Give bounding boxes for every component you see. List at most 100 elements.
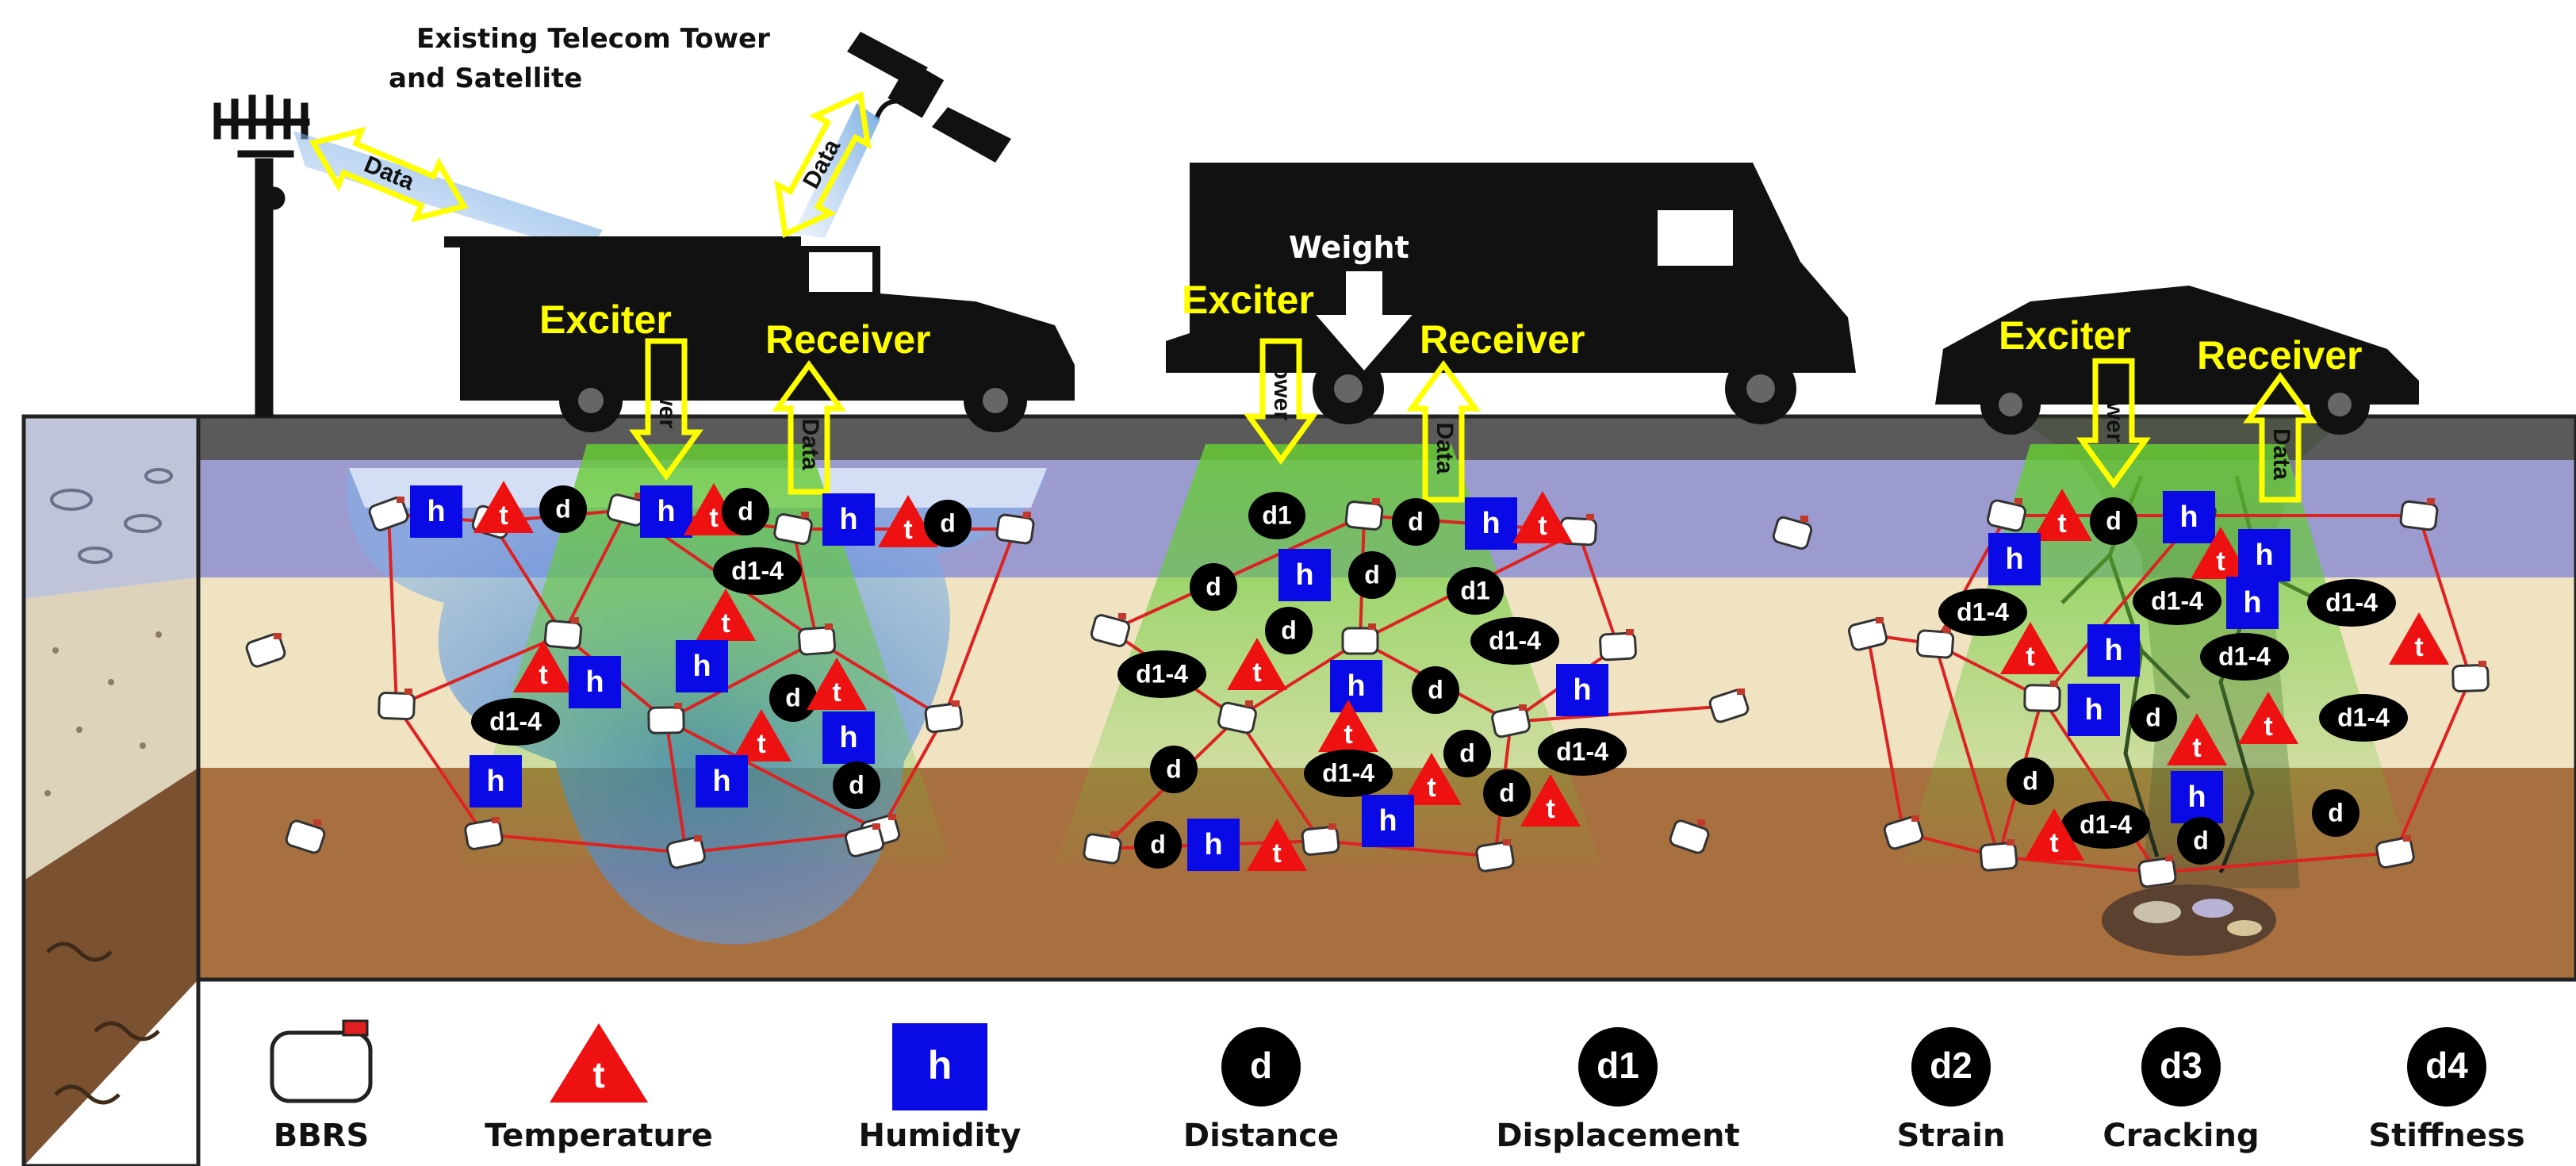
humidity-icon bbox=[892, 1023, 987, 1110]
svg-text:h: h bbox=[657, 495, 675, 528]
exciter-label-2: Exciter bbox=[1182, 278, 1314, 322]
svg-text:t: t bbox=[1272, 838, 1281, 869]
humidity-marker: h bbox=[822, 711, 875, 764]
sensor-link bbox=[2156, 851, 2396, 874]
svg-text:h: h bbox=[2187, 781, 2206, 814]
bbrs-node bbox=[543, 617, 583, 650]
svg-text:t: t bbox=[2414, 632, 2423, 662]
svg-text:h: h bbox=[712, 765, 730, 798]
tower-data-arrow: Data bbox=[309, 126, 469, 223]
cracking-icon bbox=[2141, 1027, 2221, 1107]
svg-text:h: h bbox=[585, 665, 604, 699]
sensor-link bbox=[562, 509, 628, 635]
bbrs-node bbox=[464, 817, 504, 850]
sensor-link bbox=[665, 719, 688, 853]
distance-marker: d bbox=[2177, 817, 2225, 865]
bbrs-node bbox=[2399, 498, 2439, 531]
svg-text:h: h bbox=[839, 503, 857, 536]
distance-marker: d bbox=[2007, 758, 2054, 805]
svg-text:t: t bbox=[2192, 733, 2201, 763]
svg-text:d1-4: d1-4 bbox=[1556, 737, 1608, 765]
temperature-marker: t bbox=[473, 481, 534, 533]
svg-text:h: h bbox=[486, 765, 504, 798]
svg-text:t: t bbox=[721, 608, 730, 639]
svg-text:t: t bbox=[832, 677, 841, 708]
svg-text:d: d bbox=[940, 508, 956, 537]
temperature-marker: t bbox=[1227, 638, 1287, 690]
svg-text:d4: d4 bbox=[2425, 1045, 2468, 1086]
data-arrow-2: Data bbox=[1406, 360, 1481, 503]
distance-marker: d bbox=[1190, 563, 1237, 611]
distance-marker: d bbox=[769, 674, 817, 722]
svg-text:d: d bbox=[2145, 703, 2161, 731]
svg-text:d: d bbox=[555, 494, 571, 523]
bbrs-node bbox=[1217, 700, 1257, 735]
sensor-link bbox=[1236, 639, 1362, 719]
sensor-link bbox=[1934, 643, 2000, 857]
temperature-marker: t bbox=[513, 640, 573, 692]
temperature-marker: t bbox=[1512, 491, 1573, 543]
distance-marker: d bbox=[1483, 769, 1531, 817]
distance-marker: d bbox=[2129, 694, 2177, 742]
svg-text:d1: d1 bbox=[1262, 501, 1291, 529]
stiffness-icon bbox=[2407, 1027, 2486, 1107]
distance-marker: d bbox=[2090, 497, 2137, 545]
humidity-marker: h bbox=[470, 755, 522, 807]
svg-text:h: h bbox=[839, 721, 857, 754]
humidity-marker: h bbox=[410, 485, 462, 538]
power-arrow-3: Power bbox=[2076, 358, 2151, 489]
svg-text:d: d bbox=[2022, 766, 2038, 795]
bbrs-node bbox=[1341, 623, 1379, 655]
humidity-marker: h bbox=[2163, 491, 2215, 543]
bbrs-node bbox=[368, 497, 409, 531]
svg-text:d1-4: d1-4 bbox=[489, 707, 542, 735]
svg-text:t: t bbox=[2049, 828, 2058, 858]
combined-distance-marker: d1-4 bbox=[2307, 579, 2396, 627]
power-arrow-3-label: Power bbox=[2102, 370, 2128, 442]
svg-text:d: d bbox=[849, 770, 864, 799]
sensor-link bbox=[1866, 634, 1905, 834]
receiver-label-1: Receiver bbox=[765, 317, 931, 362]
svg-text:t: t bbox=[903, 515, 912, 545]
svg-text:d1-4: d1-4 bbox=[1957, 597, 2009, 626]
svg-text:h: h bbox=[1573, 673, 1591, 707]
svg-text:d: d bbox=[1206, 572, 1221, 600]
sensor-link bbox=[1510, 704, 1730, 723]
bbrs-node bbox=[773, 512, 813, 546]
temperature-marker: t bbox=[2191, 527, 2251, 579]
bbrs-icon bbox=[270, 1030, 373, 1103]
power-arrow-1: Power bbox=[629, 338, 703, 481]
pothole-rubble bbox=[2102, 884, 2276, 956]
sensor-link bbox=[2394, 677, 2472, 853]
legend-label-temperature: Temperature bbox=[485, 1118, 713, 1154]
temperature-marker: t bbox=[2024, 808, 2084, 861]
temperature-marker: t bbox=[807, 658, 867, 710]
svg-text:h: h bbox=[2084, 693, 2103, 727]
temperature-marker: t bbox=[2032, 489, 2092, 541]
legend-item-bbrs: BBRS bbox=[270, 1019, 373, 1154]
svg-text:d: d bbox=[1150, 830, 1166, 858]
bbrs-node bbox=[378, 688, 416, 720]
combined-distance-marker: d1-4 bbox=[1304, 750, 1393, 797]
data-arrow-3-label: Data bbox=[2268, 428, 2294, 480]
sensor-link bbox=[942, 528, 1017, 719]
combined-distance-marker: d1-4 bbox=[471, 698, 560, 746]
satellite bbox=[847, 32, 1011, 163]
svg-text:d1-4: d1-4 bbox=[2337, 703, 2390, 731]
bbrs-node bbox=[1772, 516, 1813, 550]
bbrs-node bbox=[1599, 629, 1637, 662]
data-arrow-3: Data bbox=[2243, 372, 2317, 503]
combined-distance-marker: d1-4 bbox=[1470, 617, 1559, 665]
sensor-link bbox=[396, 633, 564, 708]
svg-text:t: t bbox=[499, 501, 508, 531]
bbrs-node bbox=[666, 835, 706, 869]
weight-arrow bbox=[1309, 268, 1420, 376]
legend-label-stiffness: Stiffness bbox=[2368, 1118, 2524, 1154]
combined-distance-marker: d1-4 bbox=[2200, 633, 2289, 681]
sensor-link bbox=[395, 704, 485, 836]
